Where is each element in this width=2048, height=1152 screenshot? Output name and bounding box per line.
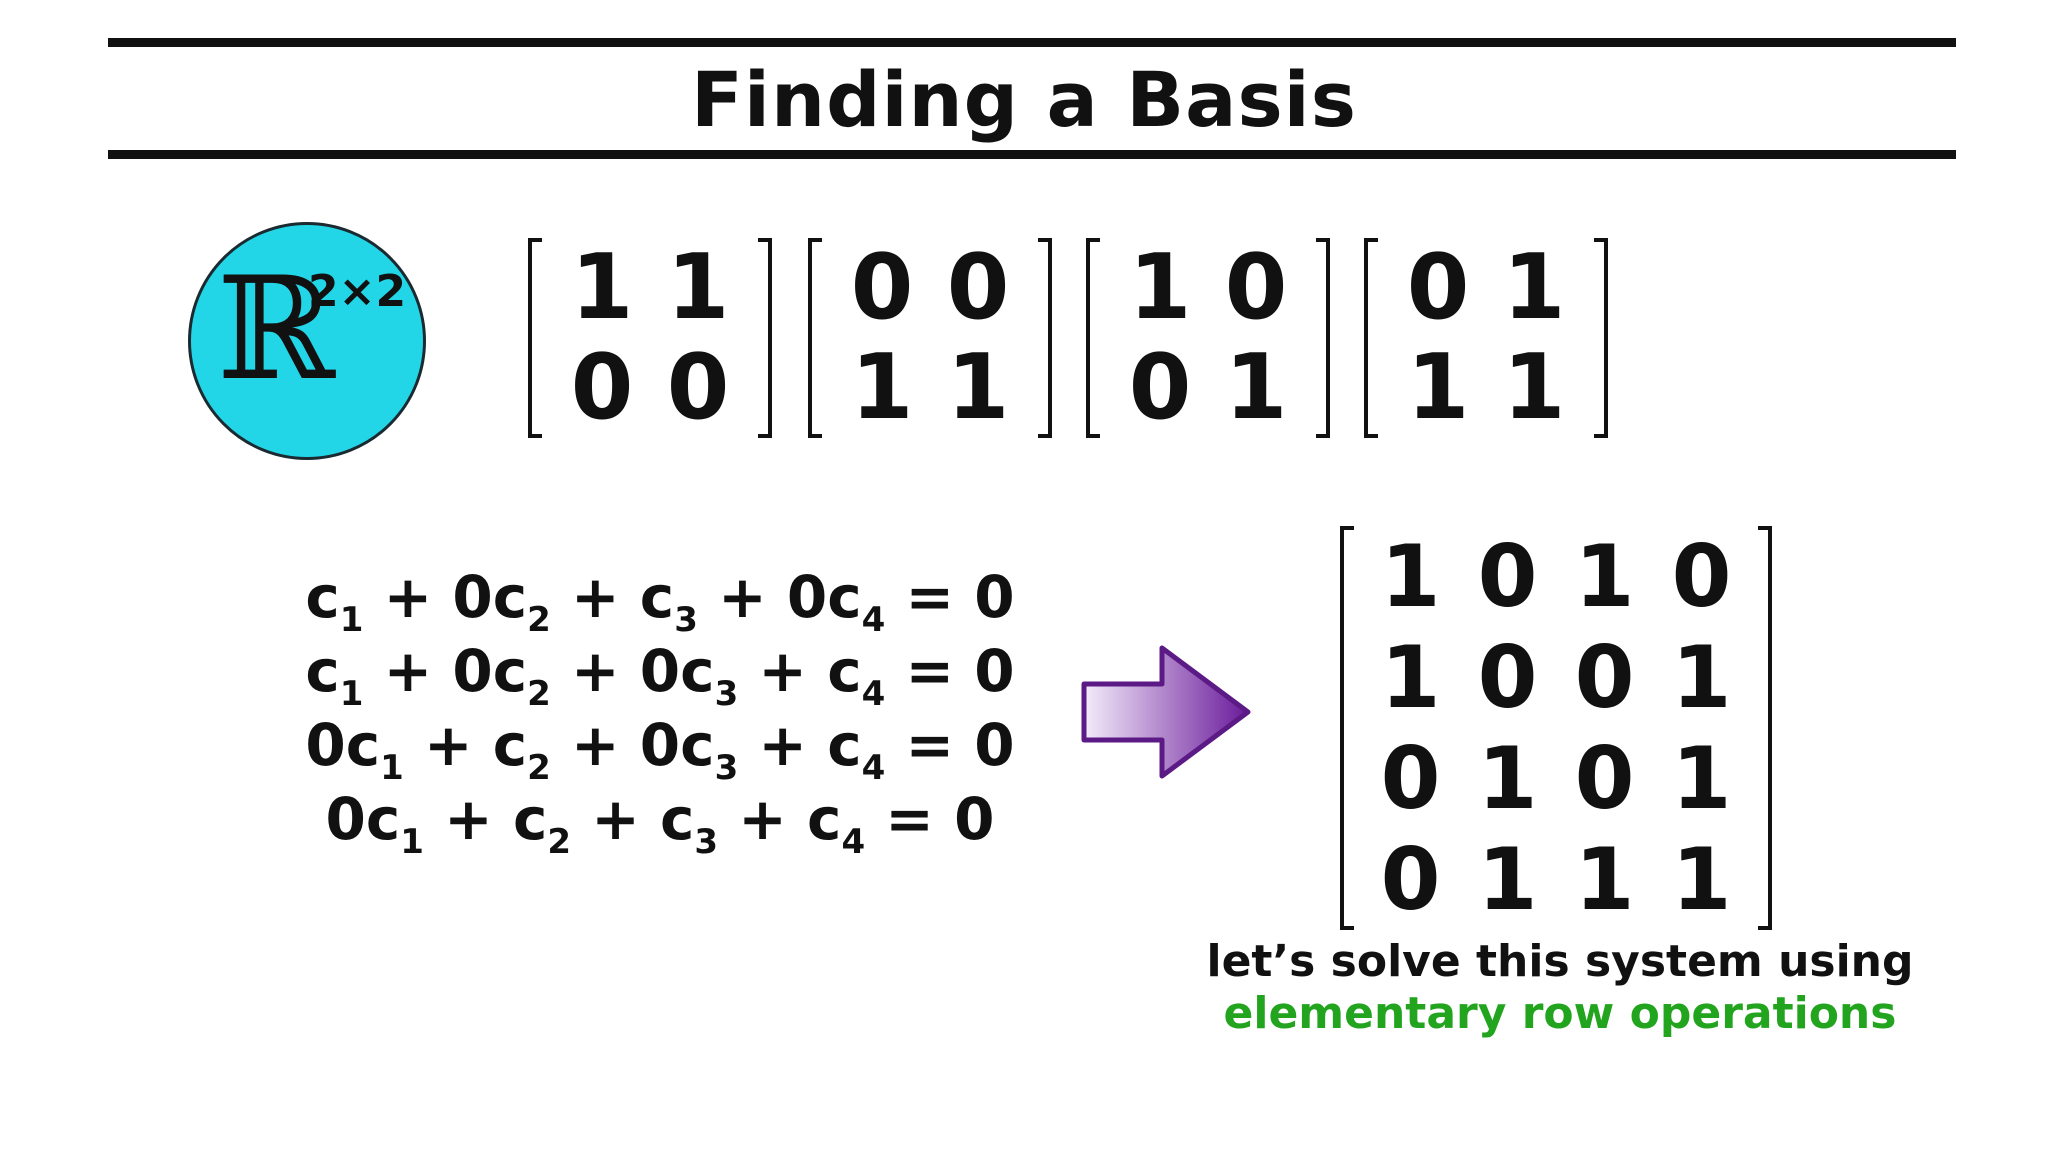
equation-term: + c bbox=[423, 785, 548, 853]
subscript: 2 bbox=[527, 674, 551, 714]
matrix-entry: 1 bbox=[1671, 728, 1732, 829]
matrix-entry: 0 bbox=[1224, 235, 1288, 340]
matrix-entry: 1 bbox=[1380, 526, 1441, 627]
matrix-entry: 1 bbox=[1671, 627, 1732, 728]
matrix-entry: 0 bbox=[666, 335, 730, 440]
subscript: 2 bbox=[527, 600, 551, 640]
right-bracket bbox=[1758, 526, 1772, 930]
space-dimension: 2×2 bbox=[308, 266, 407, 317]
matrix-entry: 1 bbox=[1224, 335, 1288, 440]
subscript: 3 bbox=[674, 600, 698, 640]
caption-line-2-highlight: elementary row operations bbox=[1223, 988, 1897, 1039]
equation-term: + c bbox=[738, 711, 862, 779]
subscript: 1 bbox=[380, 748, 404, 788]
right-bracket bbox=[1594, 238, 1608, 438]
equation-term: + 0c bbox=[550, 637, 715, 705]
matrix-entry: 1 bbox=[946, 335, 1010, 440]
equation-line: 0c1 + c2 + c3 + c4 = 0 bbox=[300, 782, 1020, 859]
equation-term: + 0c bbox=[363, 637, 528, 705]
equation-line: c1 + 0c2 + c3 + 0c4 = 0 bbox=[300, 560, 1020, 637]
right-bracket bbox=[1316, 238, 1330, 438]
subscript: 1 bbox=[339, 600, 364, 640]
right-bracket bbox=[1038, 238, 1052, 438]
equation-line: 0c1 + c2 + 0c3 + c4 = 0 bbox=[300, 708, 1020, 785]
equation-term: = 0 bbox=[885, 563, 1015, 631]
page-title: Finding a Basis bbox=[691, 55, 1357, 144]
caption-line-1: let’s solve this system using bbox=[1206, 936, 1914, 987]
subscript: 3 bbox=[714, 748, 739, 788]
subscript: 4 bbox=[861, 600, 886, 640]
equation-term: + c bbox=[738, 637, 862, 705]
matrix-entry: 1 bbox=[570, 235, 634, 340]
matrix-entry: 1 bbox=[666, 235, 730, 340]
matrix-entry: 1 bbox=[1574, 526, 1635, 627]
matrix-entry: 1 bbox=[1502, 335, 1566, 440]
matrix-entry: 0 bbox=[850, 235, 914, 340]
title-rule-top bbox=[108, 38, 1956, 47]
subscript: 2 bbox=[547, 822, 572, 862]
equation-term: + c bbox=[571, 785, 695, 853]
left-bracket bbox=[1364, 238, 1378, 438]
equation-term: c bbox=[305, 563, 340, 631]
left-bracket bbox=[1340, 526, 1354, 930]
subscript: 1 bbox=[400, 822, 424, 862]
subscript: 3 bbox=[714, 674, 739, 714]
left-bracket bbox=[1086, 238, 1100, 438]
equation-term: = 0 bbox=[885, 711, 1015, 779]
matrix-entry: 1 bbox=[1502, 235, 1566, 340]
equation-term: c bbox=[305, 637, 340, 705]
left-bracket bbox=[528, 238, 542, 438]
equation-term: + 0c bbox=[697, 563, 862, 631]
matrix-entry: 0 bbox=[1128, 335, 1192, 440]
subscript: 4 bbox=[861, 748, 886, 788]
matrix-entry: 0 bbox=[1574, 728, 1635, 829]
equation-term: + c bbox=[550, 563, 675, 631]
matrix-entry: 1 bbox=[1380, 627, 1441, 728]
right-bracket bbox=[758, 238, 772, 438]
caption: let’s solve this system using elementary… bbox=[1180, 936, 1940, 1040]
matrix-entry: 1 bbox=[1671, 829, 1732, 930]
left-bracket bbox=[808, 238, 822, 438]
equation-term: 0c bbox=[325, 785, 401, 853]
equation-term: + 0c bbox=[363, 563, 528, 631]
matrix-entry: 1 bbox=[1128, 235, 1192, 340]
subscript: 1 bbox=[339, 674, 364, 714]
matrix-entry: 0 bbox=[1574, 627, 1635, 728]
title-rule-bottom bbox=[108, 150, 1956, 159]
subscript: 4 bbox=[861, 674, 886, 714]
matrix-entry: 0 bbox=[1477, 627, 1538, 728]
matrix-entry: 1 bbox=[1574, 829, 1635, 930]
matrix-entry: 0 bbox=[570, 335, 634, 440]
equation-term: + 0c bbox=[550, 711, 715, 779]
matrix-entry: 1 bbox=[1406, 335, 1470, 440]
matrix-entry: 0 bbox=[946, 235, 1010, 340]
subscript: 4 bbox=[841, 822, 866, 862]
matrix-entry: 1 bbox=[1477, 829, 1538, 930]
matrix-entry: 0 bbox=[1671, 526, 1732, 627]
matrix-entry: 0 bbox=[1477, 526, 1538, 627]
matrix-entry: 1 bbox=[1477, 728, 1538, 829]
right-arrow-icon bbox=[1081, 645, 1251, 779]
real-numbers-symbol: ℝ bbox=[217, 247, 336, 412]
matrix-entry: 0 bbox=[1380, 728, 1441, 829]
subscript: 2 bbox=[527, 748, 551, 788]
matrix-entry: 0 bbox=[1380, 829, 1441, 930]
equation-term: + c bbox=[718, 785, 842, 853]
vector-space-badge: ℝ 2×2 bbox=[188, 222, 426, 460]
subscript: 3 bbox=[694, 822, 719, 862]
matrix-entry: 0 bbox=[1406, 235, 1470, 340]
equation-line: c1 + 0c2 + 0c3 + c4 = 0 bbox=[300, 634, 1020, 711]
equation-term: + c bbox=[403, 711, 528, 779]
equation-term: = 0 bbox=[865, 785, 995, 853]
matrix-entry: 1 bbox=[850, 335, 914, 440]
equation-term: 0c bbox=[305, 711, 381, 779]
equation-term: = 0 bbox=[885, 637, 1015, 705]
